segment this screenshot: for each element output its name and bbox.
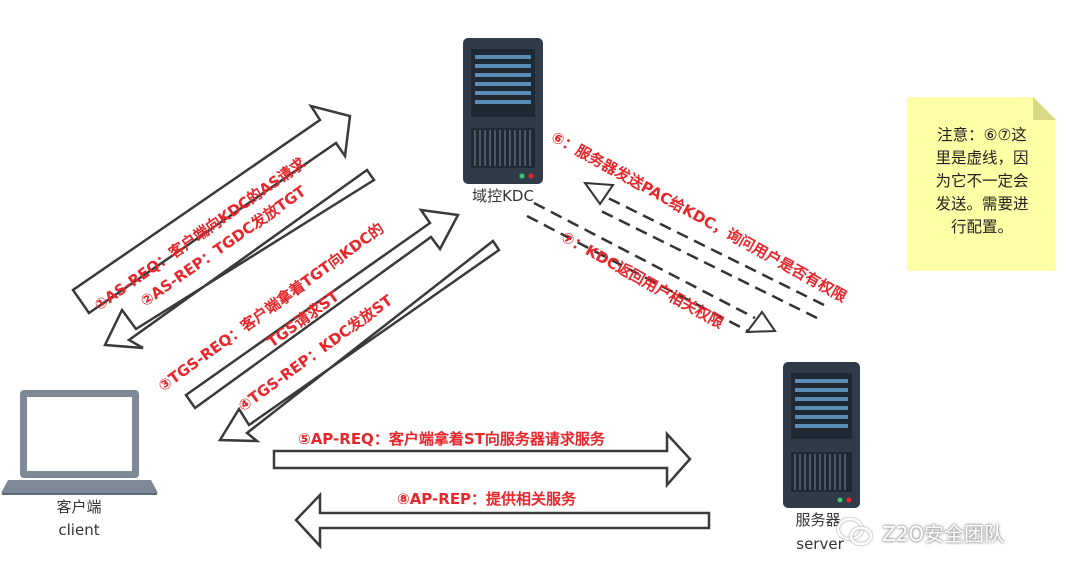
laptop-icon bbox=[1, 390, 158, 495]
arrow-3-tgs-req bbox=[184, 208, 460, 410]
arrowhead-7 bbox=[744, 310, 777, 334]
arrow-7-kdc-return-2 bbox=[526, 214, 749, 333]
arrow-6-pac-check-2 bbox=[596, 207, 818, 320]
sticky-note-text: 注意：⑥⑦这 里是虚线，因 为它不一定会 发送。需要进 行配置。 bbox=[935, 126, 1029, 236]
server-label-cn: 服务器 bbox=[795, 511, 840, 529]
step-8-label: ⑧AP-REP：提供相关服务 bbox=[397, 490, 577, 508]
arrow-5-ap-req bbox=[272, 430, 692, 489]
wechat-icon bbox=[836, 517, 873, 546]
watermark-text: Z2O安全团队 bbox=[882, 521, 1005, 546]
sticky-note bbox=[907, 97, 1056, 271]
step-6-label: ⑥：服务器发送PAC给KDC，询问用户是否有权限 bbox=[548, 128, 850, 306]
kdc-label: 域控KDC bbox=[472, 187, 534, 205]
arrow-8-ap-rep bbox=[294, 491, 711, 550]
arrow-2-as-rep bbox=[103, 168, 376, 350]
arrow-1-as-req bbox=[71, 103, 352, 315]
step-5-label: ⑤AP-REQ：客户端拿着ST向服务器请求服务 bbox=[298, 430, 606, 448]
server-label-en: server bbox=[796, 535, 844, 553]
arrowhead-6 bbox=[582, 181, 615, 206]
arrow-6-pac-check bbox=[603, 194, 825, 307]
app-server-icon bbox=[783, 362, 860, 508]
kdc-server-icon bbox=[463, 38, 543, 184]
client-label-en: client bbox=[58, 521, 99, 539]
arrow-4-tgs-rep bbox=[217, 239, 501, 443]
arrow-7-kdc-return bbox=[533, 201, 756, 320]
client-label-cn: 客户端 bbox=[56, 498, 101, 516]
watermark: Z2O安全团队 bbox=[836, 515, 1004, 549]
